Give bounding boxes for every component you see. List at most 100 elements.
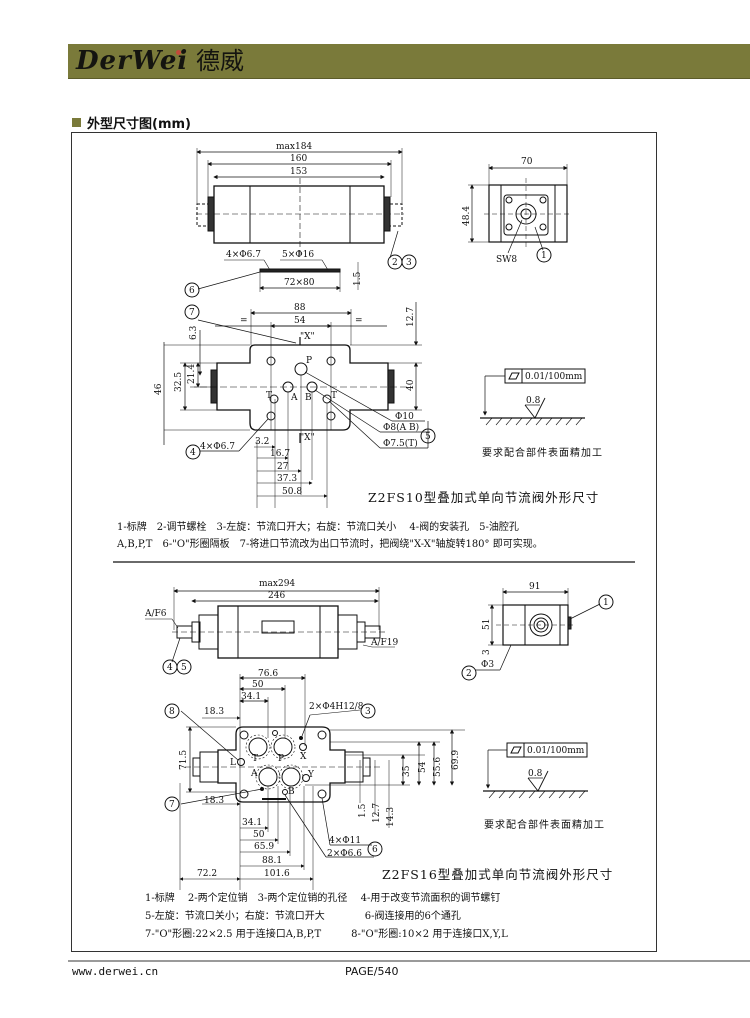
section-title: 外型尺寸图(mm) xyxy=(72,113,191,132)
dim-88: 88 xyxy=(294,303,306,313)
dim-phi8-ab: Φ8(A B) xyxy=(383,422,419,433)
roughness-value: 0.8 xyxy=(526,396,541,406)
dim-72.2: 72.2 xyxy=(197,869,217,879)
port-l: L xyxy=(230,758,236,768)
z2fs16-caption: Z2FS16型叠加式单向节流阀外形尺寸 xyxy=(382,867,614,882)
dim-phi3: Φ3 xyxy=(481,660,494,670)
dim-35: 35 xyxy=(402,765,412,777)
dim-12.7: 12.7 xyxy=(372,803,382,823)
callout-6: 6 xyxy=(189,286,195,296)
z2fs16-end-view: 91 51 3 Φ3 1 2 xyxy=(461,582,614,681)
dim-phi7.5-t: Φ7.5(T) xyxy=(383,438,418,449)
dim-21.4: 21.4 xyxy=(187,364,197,384)
dim-34.1-top: 34.1 xyxy=(241,692,261,702)
dim-16.7: 16.7 xyxy=(270,449,290,459)
mark-x-bottom: "X" xyxy=(300,433,315,443)
dim-72x80: 72×80 xyxy=(284,278,315,288)
dim-46: 46 xyxy=(154,383,164,395)
port-t-left: T xyxy=(266,391,272,401)
footer-url[interactable]: www.derwei.cn xyxy=(72,965,159,978)
dim-4xphi11: 4×Φ11 xyxy=(329,836,361,846)
square-bullet-icon xyxy=(72,118,81,127)
dim-54: 54 xyxy=(418,761,428,773)
dim-4xphi6.7: 4×Φ6.7 xyxy=(200,442,235,452)
dim-27: 27 xyxy=(277,462,289,472)
dim-34.1-bottom: 34.1 xyxy=(242,818,262,828)
dim-max294: max294 xyxy=(259,579,295,589)
footer-page-number: PAGE/540 xyxy=(345,965,399,978)
port-p: P xyxy=(278,754,284,764)
dim-phi10: Φ10 xyxy=(395,412,414,422)
dim-91: 91 xyxy=(529,582,540,592)
z2fs10-surface-symbol: 0.01/100mm 0.8 xyxy=(480,368,586,426)
z2fs10-legend-line-2: A,B,P,T 6-"O"形圈隔板 7-将进口节流改为出口节流时，把阀绕"X-X… xyxy=(117,539,543,550)
callout-3: 3 xyxy=(406,258,412,268)
dim-101.6: 101.6 xyxy=(264,869,290,879)
port-t: T xyxy=(252,754,258,764)
dim-18.3-top: 18.3 xyxy=(204,707,224,717)
port-b: B xyxy=(288,787,295,797)
dim-76.6: 76.6 xyxy=(258,669,278,679)
dim-4xphi6.7: 4×Φ6.7 xyxy=(226,250,261,260)
dim-246: 246 xyxy=(268,591,285,601)
z2fs16-surface-note: 要求配合部件表面精加工 xyxy=(484,820,605,831)
mark-equal-left: = xyxy=(240,316,248,326)
header-banner: DerWei 德威 xyxy=(68,44,750,79)
dim-50.8: 50.8 xyxy=(282,487,302,497)
dim-2xphi4h12-8: 2×Φ4H12/8 xyxy=(309,702,364,712)
dim-55.6: 55.6 xyxy=(433,757,443,777)
footer-divider xyxy=(68,960,750,962)
dim-6.3: 6.3 xyxy=(189,325,199,340)
z2fs10-top-view: max184 160 153 4×Φ6.7 5×Φ16 72×80 1.5 6 … xyxy=(184,142,417,298)
z2fs10-plan-view: 88 54 12.7 6.3 46 32.5 21.4 40 Φ10 Φ8(A … xyxy=(154,302,436,508)
dim-12.7: 12.7 xyxy=(406,307,416,327)
dim-3: 3 xyxy=(482,649,492,655)
callout-8: 8 xyxy=(169,707,175,717)
callout-5: 5 xyxy=(425,432,431,442)
callout-1: 1 xyxy=(603,598,609,608)
flatness-value: 0.01/100mm xyxy=(525,372,583,382)
dim-1.5: 1.5 xyxy=(358,803,368,818)
callout-1: 1 xyxy=(541,251,547,261)
dim-71.5: 71.5 xyxy=(179,750,189,770)
dim-32.5: 32.5 xyxy=(174,372,184,392)
dim-sw8: SW8 xyxy=(496,255,517,265)
dim-40: 40 xyxy=(406,379,416,391)
callout-7: 7 xyxy=(189,308,195,318)
z2fs16-legend-line-3: 7-"O"形圈:22×2.5 用于连接口A,B,P,T 8-"O"形圈:10×2… xyxy=(145,929,508,940)
dim-5xphi16: 5×Φ16 xyxy=(282,250,314,260)
callout-4: 4 xyxy=(167,663,173,673)
callout-6: 6 xyxy=(372,845,378,855)
z2fs16-plan-view: 76.6 50 34.1 18.3 2×Φ4H12/8 71.5 18.3 34… xyxy=(164,669,465,890)
callout-2: 2 xyxy=(392,258,398,268)
z2fs10-end-view: 70 48.4 SW8 1 xyxy=(462,157,572,265)
z2fs16-legend-line-2: 5-左旋：节流口关小；右旋：节流口开大 6-阀连接用的6个通孔 xyxy=(145,911,461,922)
z2fs16-side-view: max294 246 A/F6 A/F19 4 5 xyxy=(144,579,399,675)
mark-x-top: "X" xyxy=(300,332,315,342)
dim-14.3: 14.3 xyxy=(386,807,396,827)
dim-af6: A/F6 xyxy=(144,609,167,619)
dim-70: 70 xyxy=(521,157,533,167)
dim-51: 51 xyxy=(482,619,492,630)
flatness-value: 0.01/100mm xyxy=(527,746,585,756)
port-y: Y xyxy=(307,770,315,780)
z2fs10-legend-line-1: 1-标牌 2-调节螺栓 3-左旋：节流口开大；右旋：节流口关小 4-阀的安装孔 … xyxy=(117,522,519,533)
dim-69.9: 69.9 xyxy=(451,750,461,770)
dim-max184: max184 xyxy=(276,142,312,152)
dim-2xphi6.6: 2×Φ6.6 xyxy=(327,849,362,859)
callout-3: 3 xyxy=(365,707,371,717)
dim-54: 54 xyxy=(294,316,306,326)
callout-7: 7 xyxy=(169,800,175,810)
port-b: B xyxy=(305,393,312,403)
dim-af19: A/F19 xyxy=(370,638,399,648)
brand-logo-chinese: 德威 xyxy=(196,47,244,75)
section-title-text: 外型尺寸图(mm) xyxy=(87,117,191,132)
dim-3.2: 3.2 xyxy=(255,437,269,447)
callout-2: 2 xyxy=(466,669,472,679)
dim-50-bottom: 50 xyxy=(253,830,265,840)
port-t-right: T xyxy=(331,391,337,401)
z2fs16-legend-line-1: 1-标牌 2-两个定位销 3-两个定位销的孔径 4-用于改变节流面积的调节螺钉 xyxy=(145,893,501,904)
port-a: A xyxy=(290,393,298,403)
dim-50-top: 50 xyxy=(252,680,264,690)
